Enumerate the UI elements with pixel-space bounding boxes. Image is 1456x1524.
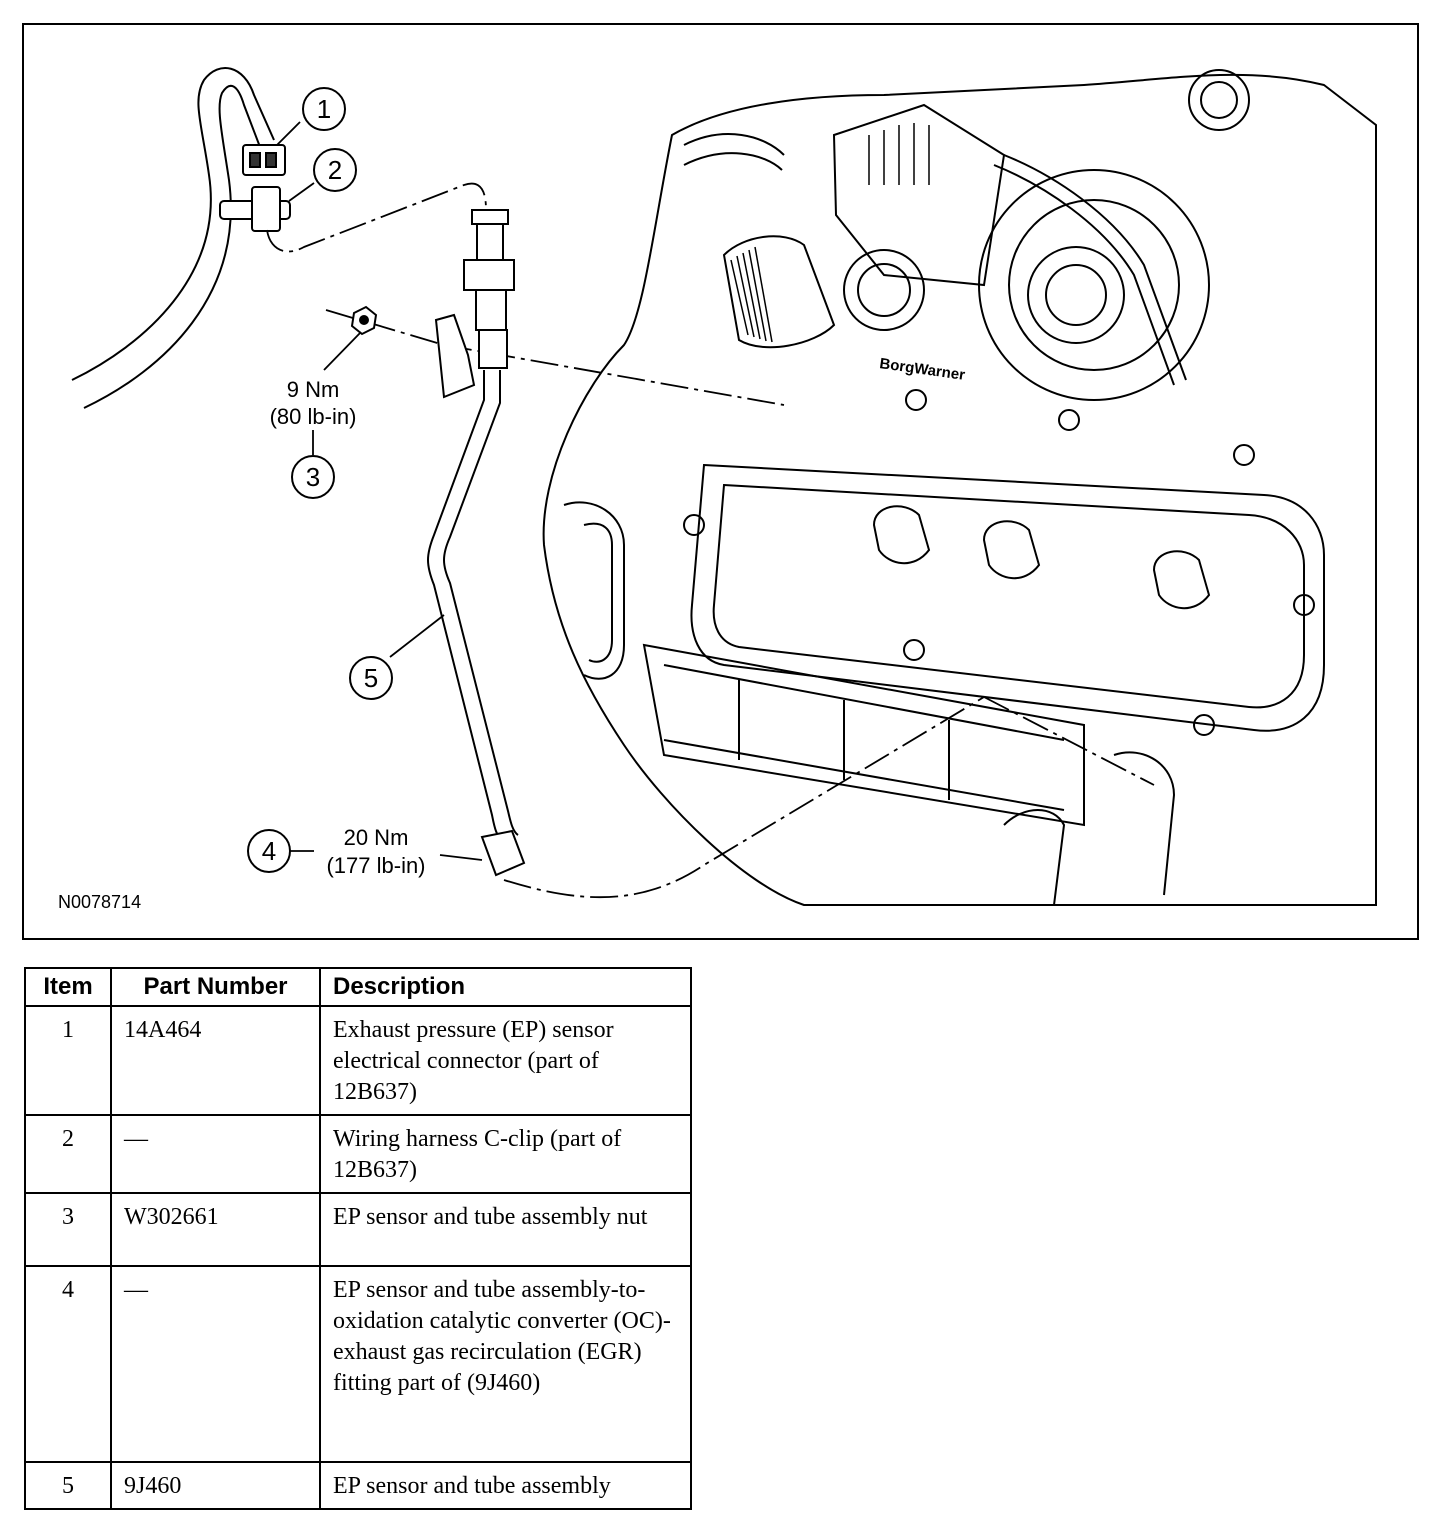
table-row: 5 9J460 EP sensor and tube assembly: [24, 1461, 692, 1510]
callout-1: 1: [302, 87, 346, 131]
row-item: 4: [24, 1265, 112, 1463]
row-description: EP sensor and tube assembly nut: [319, 1192, 692, 1267]
callout-4: 4 20 Nm (177 lb-in): [247, 825, 483, 878]
callout-5: 5: [349, 614, 445, 700]
header-description: Description: [319, 967, 692, 1007]
engine-block-illustration: [542, 69, 1377, 906]
row-part-number: —: [110, 1114, 321, 1194]
callout-3: 9 Nm (80 lb-in) 3: [270, 331, 362, 499]
table-row: 3 W302661 EP sensor and tube assembly nu…: [24, 1192, 692, 1267]
row-description: EP sensor and tube assembly: [319, 1461, 692, 1510]
row-item: 2: [24, 1114, 112, 1194]
torque-3-nm: 9 Nm: [287, 377, 340, 402]
wiring-harness-c-clip: [219, 186, 291, 232]
table-row: 4 — EP sensor and tube assembly-to-oxida…: [24, 1265, 692, 1463]
row-item: 5: [24, 1461, 112, 1510]
row-description: Wiring harness C-clip (part of 12B637): [319, 1114, 692, 1194]
table-row: 1 14A464 Exhaust pressure (EP) sensor el…: [24, 1005, 692, 1116]
callout-5-label: 5: [364, 663, 378, 693]
row-item: 3: [24, 1192, 112, 1267]
torque-4-lbin: (177 lb-in): [326, 853, 425, 878]
row-part-number: W302661: [110, 1192, 321, 1267]
engine-diagram: BorgWarner 1 2 9 Nm (80 lb-in) 3 4 20 Nm…: [58, 67, 1377, 912]
torque-4-nm: 20 Nm: [344, 825, 409, 850]
callout-2: 2: [313, 148, 357, 192]
wiring-harness: [71, 67, 275, 409]
callout-2-label: 2: [328, 155, 342, 185]
figure-id: N0078714: [58, 892, 141, 912]
row-part-number: 9J460: [110, 1461, 321, 1510]
header-item: Item: [24, 967, 112, 1007]
turbo-brand-logo: BorgWarner: [878, 355, 966, 384]
table-header-row: Item Part Number Description: [24, 967, 692, 1007]
row-description: EP sensor and tube assembly-to-oxidation…: [319, 1265, 692, 1463]
row-description: Exhaust pressure (EP) sensor electrical …: [319, 1005, 692, 1116]
row-part-number: —: [110, 1265, 321, 1463]
table-row: 2 — Wiring harness C-clip (part of 12B63…: [24, 1114, 692, 1194]
callout-4-label: 4: [262, 836, 276, 866]
ep-sensor-connector: [242, 144, 286, 176]
torque-3-lbin: (80 lb-in): [270, 404, 357, 429]
header-part-number: Part Number: [110, 967, 321, 1007]
parts-table: Item Part Number Description 1 14A464 Ex…: [24, 967, 692, 1510]
row-part-number: 14A464: [110, 1005, 321, 1116]
callout-1-label: 1: [317, 94, 331, 124]
exploded-view-figure: BorgWarner 1 2 9 Nm (80 lb-in) 3 4 20 Nm…: [22, 23, 1419, 940]
leader-lines: [266, 121, 1155, 899]
row-item: 1: [24, 1005, 112, 1116]
ep-sensor-tube-assembly: [427, 209, 526, 877]
callout-3-label: 3: [306, 462, 320, 492]
ep-sensor-nut: [350, 305, 378, 336]
